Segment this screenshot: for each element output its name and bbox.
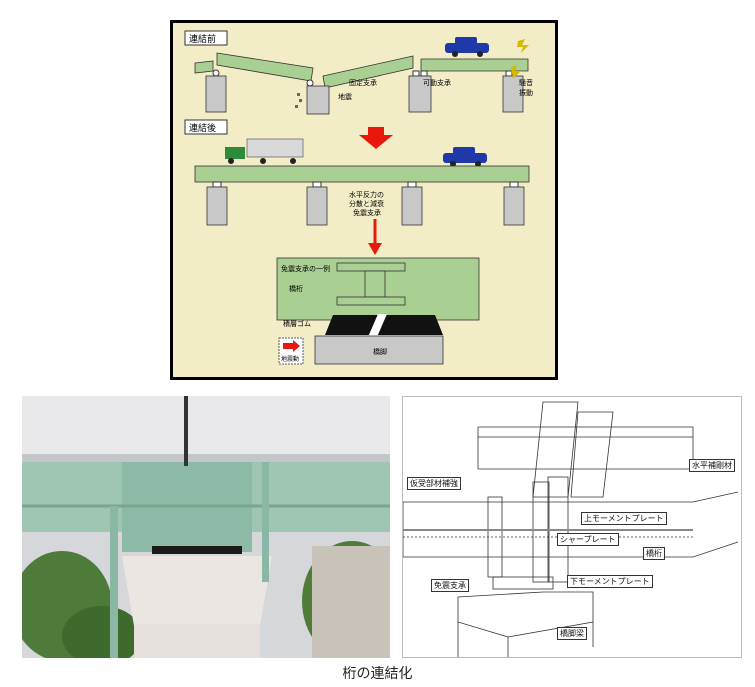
seismic-box (278, 337, 304, 365)
continuous-girder (194, 165, 530, 183)
detail-pier-label: 橋脚 (373, 347, 387, 356)
pier (205, 75, 227, 113)
comparison-diagram-frame: 連結前 (170, 20, 558, 380)
figure-caption: 桁の連結化 (342, 666, 413, 682)
rubber-label: 積層ゴム (283, 319, 311, 328)
horizontal-reaction-label-1: 水平反力の (349, 190, 384, 199)
car-icon (443, 147, 487, 167)
detail-title: 免震支承の一例 (281, 264, 330, 273)
fixed-bearing-label: 固定支承 (349, 78, 377, 87)
rubber-gap (368, 314, 387, 337)
comparison-diagram-svg: 連結前 (184, 30, 533, 365)
pier (306, 85, 330, 115)
bearing (306, 79, 314, 87)
horizontal-reaction-label-3: 免震支承 (353, 208, 381, 217)
girder-segment (194, 60, 214, 74)
vibration-label: 振動 (519, 88, 533, 97)
label-pier-beam: 橋脚梁 (557, 627, 587, 640)
pier (408, 75, 432, 113)
bearing (505, 70, 513, 77)
label-lower-moment-plate: 下モーメントプレート (567, 575, 653, 588)
after-label-box (184, 119, 228, 135)
earthquake-rubble (295, 93, 302, 108)
comparison-diagram: 連結前 (173, 23, 555, 377)
label-girder: 橋桁 (643, 547, 665, 560)
upper-plate (336, 262, 406, 272)
technical-drawing-svg (402, 401, 739, 659)
bearing (420, 70, 428, 77)
horizontal-reaction-label-2: 分散と減衰 (349, 199, 384, 208)
bearings-after (212, 181, 519, 188)
girder-segment (322, 55, 414, 89)
bridge-photo-svg (12, 396, 402, 666)
bridge-photo (12, 396, 402, 666)
car-icon (445, 37, 489, 57)
lower-plate (336, 296, 406, 306)
bearing (412, 70, 420, 77)
seismic-arrow-icon (283, 340, 300, 352)
red-arrow-icon (359, 127, 393, 149)
label-shear-plate: シャープレート (557, 533, 619, 546)
earthquake-label: 地震 (338, 92, 352, 101)
center-web (364, 270, 386, 298)
label-seismic-bearing: 免震支承 (431, 579, 469, 592)
label-upper-moment-plate: 上モーメントプレート (581, 512, 667, 525)
detail-pier (314, 335, 444, 365)
movable-bearing-label: 可動支承 (423, 78, 451, 87)
label-temp-reinforce: 仮受部材補強 (407, 477, 461, 490)
truck-icon (225, 138, 304, 164)
detail-girder-label: 橋桁 (289, 284, 303, 293)
girder-segment (216, 52, 314, 82)
bearing (212, 69, 220, 77)
vibration-icon (511, 39, 529, 79)
noise-label: 騒音 (519, 78, 533, 87)
after-label: 連結後 (189, 122, 216, 134)
technical-drawing: 仮受部材補強 水平補剛材 上モーメントプレート シャープレート 橋桁 免震支承 … (402, 396, 742, 659)
label-horizontal-brace: 水平補剛材 (689, 459, 735, 472)
before-label: 連結前 (189, 33, 216, 45)
seismic-motion-label: 地震動 (281, 355, 299, 363)
girder-segment (420, 58, 529, 72)
detail-arrow-icon (368, 243, 382, 255)
piers-after (206, 186, 525, 226)
before-label-box (184, 30, 228, 46)
laminated-rubber (325, 315, 443, 335)
